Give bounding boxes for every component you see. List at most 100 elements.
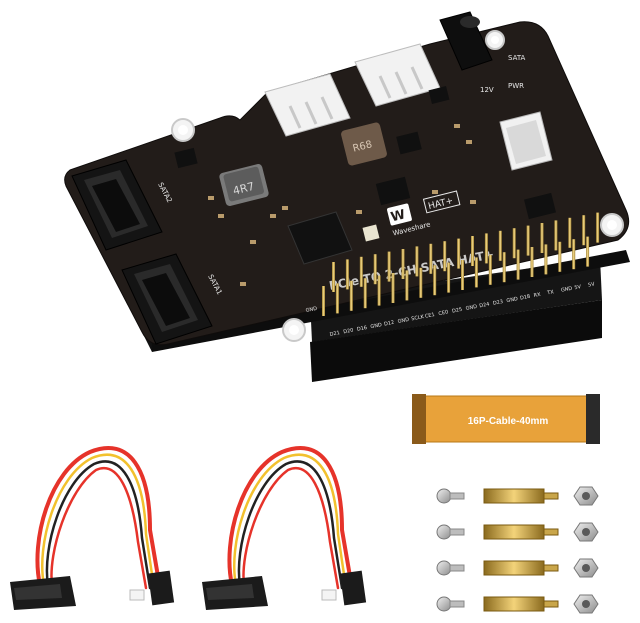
gpio-pin: [596, 212, 600, 243]
pin-label: D12: [384, 320, 395, 328]
gpio-pin: [516, 249, 520, 280]
label-pwr: PWR: [508, 82, 524, 90]
screw: [436, 524, 465, 540]
gpio-pin: [387, 251, 391, 282]
svg-text:W: W: [389, 207, 407, 225]
gpio-pin: [433, 265, 437, 296]
pin-label: RX: [533, 292, 541, 299]
pcie-fpc-connector: [499, 111, 553, 171]
hardware-set: [436, 522, 599, 542]
dc-power-jack: [439, 11, 493, 71]
screw: [436, 560, 465, 576]
pin-label: D25: [452, 307, 463, 315]
brass-standoff: [483, 596, 559, 612]
pin-label: GND: [465, 304, 478, 312]
mounting-holes: [171, 30, 624, 342]
pin-label: 5V: [574, 284, 582, 291]
hat-badge: HAT+: [422, 190, 461, 214]
gpio-pin: [461, 260, 464, 290]
pin-label: D23: [492, 299, 503, 307]
pin-label: SCLK: [411, 314, 425, 322]
pin-label: D21: [329, 330, 340, 338]
gpio-pin: [572, 239, 576, 270]
mounting-hardware: [436, 486, 599, 614]
brass-standoff: [483, 560, 559, 576]
fan-connector-left: [264, 73, 351, 137]
gpio-pin: [401, 249, 405, 279]
pin-label: GND: [506, 296, 519, 304]
smd-components: [208, 124, 476, 286]
pin-label: D24: [479, 302, 490, 310]
hardware-set: [436, 486, 599, 506]
hex-nut: [573, 594, 599, 614]
hardware-set: [436, 558, 599, 578]
hex-nut: [573, 486, 599, 506]
gpio-pin: [498, 230, 502, 261]
gpio-pin: [363, 278, 367, 309]
screw: [436, 596, 465, 612]
gpio-pin: [419, 267, 423, 298]
inductor-r68: R68: [341, 122, 387, 166]
gpio-pin: [349, 280, 353, 311]
gpio-pin: [415, 246, 419, 277]
gpio-pin: [582, 215, 586, 246]
gpio-pin: [488, 254, 492, 285]
hardware-set: [436, 594, 599, 614]
gpio-pin: [512, 228, 516, 259]
hex-nut: [573, 558, 599, 578]
label-sata-power: SATA: [508, 54, 526, 62]
pin-label: CE1: [424, 312, 435, 320]
inductor-4r7: 4R7: [219, 164, 269, 206]
gpio-pin: [568, 217, 572, 248]
pin-label: CE0: [438, 309, 449, 317]
gpio-pin: [373, 254, 377, 285]
gpio-pin: [558, 241, 562, 272]
pin-label: TX: [546, 289, 555, 296]
pin-label: GND: [560, 286, 573, 294]
gpio-pin: [502, 252, 506, 283]
pin-label: GND: [397, 317, 410, 325]
gpio-pin: [471, 236, 474, 266]
gpio-pin: [345, 259, 349, 290]
screw: [436, 488, 465, 504]
gpio-pin: [554, 220, 558, 251]
sata-plug-2a: [202, 576, 268, 610]
gpio-pin: [484, 233, 488, 264]
pin-label: D18: [520, 294, 531, 302]
gpio-pin: [443, 241, 447, 272]
sata-hat-board: SATA2 SATA1 4R7 R68: [64, 11, 630, 382]
ffc-cable: 16P-Cable-40mm: [412, 394, 600, 444]
fan-connector-right: [354, 43, 441, 107]
gpio-pin: [526, 225, 530, 256]
gpio-pin: [447, 262, 451, 293]
sata-connector-2: [71, 159, 163, 251]
gpio-pin: [457, 238, 461, 269]
gpio-pin: [540, 223, 544, 253]
gpio-pin-header: [322, 212, 600, 316]
label-12v: 12V: [480, 86, 494, 94]
pin-label-gnd-top: GND: [305, 306, 318, 314]
brass-standoff: [483, 524, 559, 540]
pin-label: 5V: [588, 281, 596, 288]
gpio-pin: [335, 283, 339, 314]
pin-label: D16: [356, 325, 367, 333]
gpio-pin: [530, 247, 534, 277]
gpio-pin: [359, 256, 363, 287]
pin-label: D20: [343, 328, 354, 336]
hex-nut: [573, 522, 599, 542]
sata-connector-1: [121, 253, 213, 345]
gpio-pin: [391, 273, 395, 303]
sata-cable-2: [202, 446, 367, 610]
gpio-pin: [544, 244, 548, 275]
sata-plug-1a: [10, 576, 76, 610]
gpio-pin: [332, 262, 335, 292]
sata-cable-1: [10, 446, 175, 610]
brass-standoff: [483, 488, 559, 504]
gpio-pin: [322, 286, 325, 316]
inductor-marking: 4R7: [232, 180, 256, 198]
pin-label: GND: [370, 322, 383, 330]
gpio-pin: [474, 257, 478, 288]
gpio-pin: [405, 270, 409, 301]
